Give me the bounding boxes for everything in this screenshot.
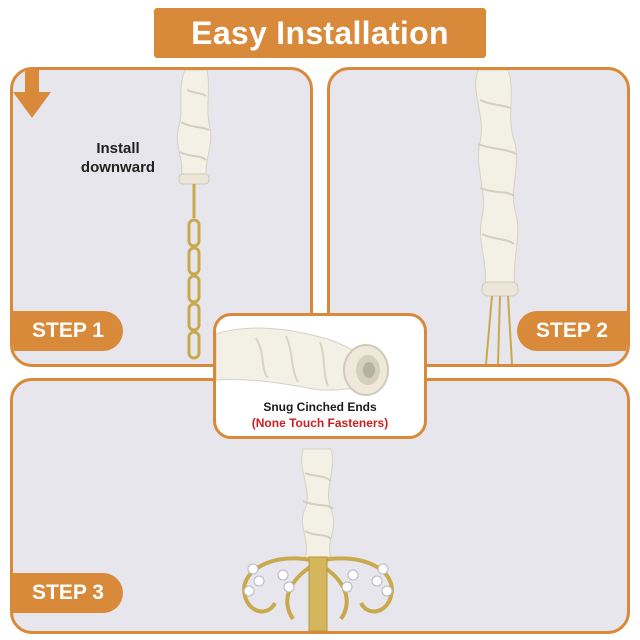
step-2-label: STEP 2: [536, 319, 608, 342]
cinched-ends-callout: Snug Cinched Ends (None Touch Fasteners): [213, 313, 427, 439]
install-instruction: Install downward: [63, 139, 173, 177]
install-line-2: downward: [80, 159, 156, 176]
callout-note: (None Touch Fasteners): [251, 416, 389, 430]
install-line-1: Install: [96, 140, 140, 157]
title-banner: Easy Installation: [154, 8, 486, 58]
step-2-illustration: [475, 70, 519, 364]
step-1-panel: Install downward STEP 1: [10, 67, 313, 367]
callout-heading: Snug Cinched Ends: [263, 400, 377, 414]
step-2-badge: STEP 2: [517, 311, 627, 351]
step-1-label: STEP 1: [32, 319, 104, 342]
page-title: Easy Installation: [191, 14, 449, 51]
step-3-badge: STEP 3: [13, 573, 123, 613]
step-3-illustration: [242, 448, 394, 631]
step-1-badge: STEP 1: [13, 311, 123, 351]
step-1-illustration: [176, 70, 212, 360]
arrow-down-icon: [13, 70, 51, 118]
cinched-sleeve-image: [216, 327, 389, 396]
step-3-label: STEP 3: [32, 581, 104, 604]
